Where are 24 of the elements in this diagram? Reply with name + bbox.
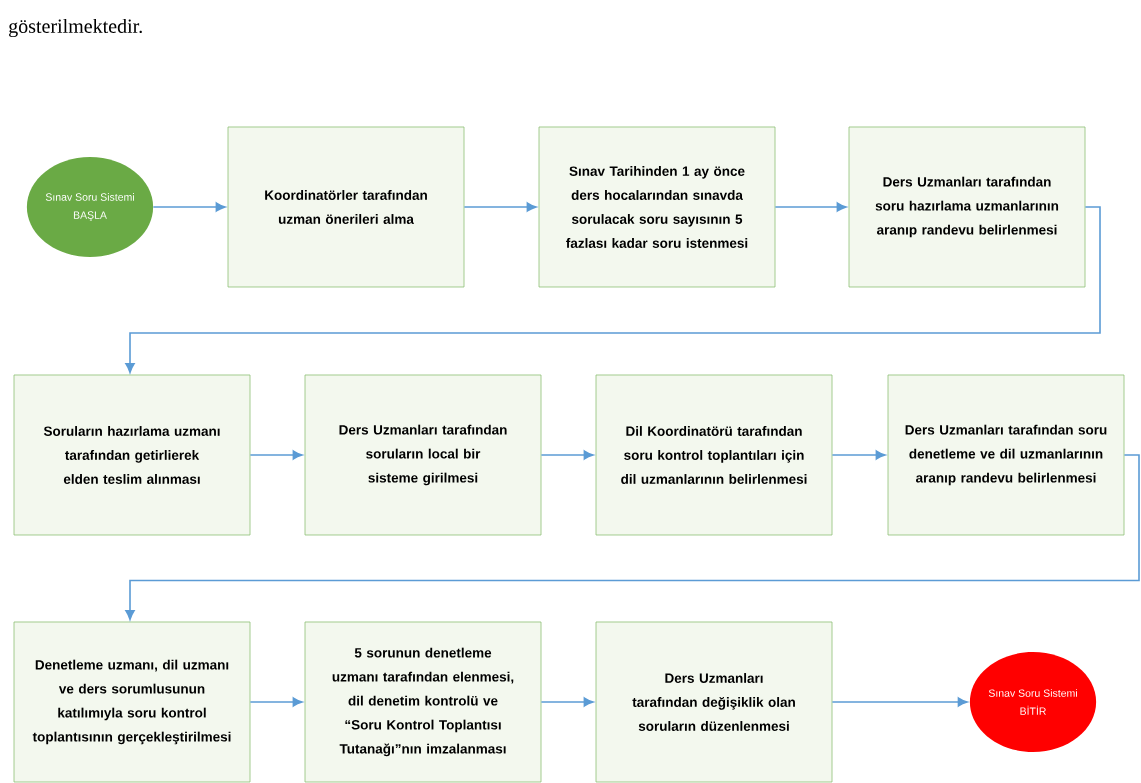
process-box: Dil Koordinatörü tarafından soru kontrol toplantıları için dil uzmanlarının belirlenmesi [595, 374, 833, 536]
arrow [249, 697, 303, 707]
end-oval: Sınav Soru Sistemi BİTİR [969, 652, 1097, 752]
process-box: Ders Uzmanları tarafından soru hazırlama uzmanlarının aranıp randevu belirlenmesi [848, 126, 1086, 288]
arrow [152, 202, 226, 212]
process-box: Sınav Tarihinden 1 ay önce ders hocalarından sınavda sorulacak soru sayısının 5 fazlası kadar soru istenmesi [538, 126, 776, 288]
process-box: Ders Uzmanları tarafından soru denetleme ve dil uzmanlarının aranıp randevu belirlenmesi [887, 374, 1125, 536]
process-box: Koordinatörler tarafından uzman önerileri alma [227, 126, 465, 288]
start-oval: Sınav Soru Sistemi BAŞLA [26, 157, 154, 257]
process-box: Ders Uzmanları tarafından değişiklik olan soruların düzenlenmesi [595, 621, 833, 783]
intro-text: gösterilmektedir. [9, 18, 142, 38]
arrow [125, 206, 1101, 374]
process-box: 5 sorunun denetleme uzmanı tarafından elenmesi, dil denetim kontrolü ve “Soru Kontrol Toplantısı Tutanağı”nın imzalanması [304, 621, 542, 783]
arrow [249, 450, 303, 460]
arrow [125, 454, 1140, 621]
process-box: Soruların hazırlama uzmanı tarafından getirlierek elden teslim alınması [13, 374, 251, 536]
arrow [774, 202, 847, 212]
process-box: Ders Uzmanları tarafından soruların local bir sisteme girilmesi [304, 374, 542, 536]
process-box: Denetleme uzmanı, dil uzmanı ve ders sorumlusunun katılımıyla soru kontrol toplantısının gerçekleştirilmesi [13, 621, 251, 783]
arrow [463, 202, 537, 212]
arrow [540, 450, 594, 460]
arrow [540, 697, 594, 707]
arrow [831, 697, 968, 707]
arrow [831, 450, 886, 460]
